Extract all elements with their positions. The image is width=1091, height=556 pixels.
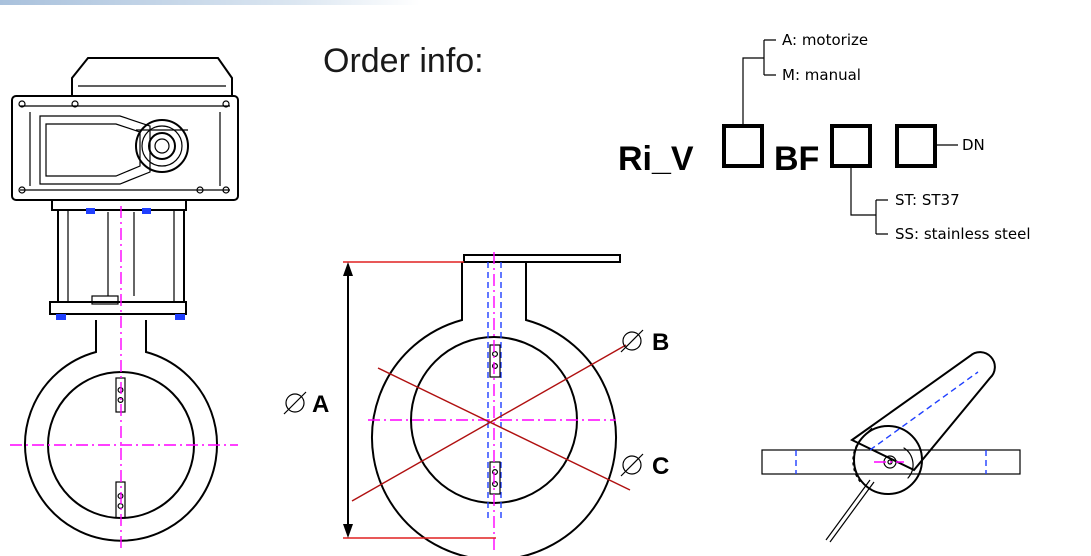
lever-handle xyxy=(850,351,996,472)
dimension-a-label: A xyxy=(312,391,329,418)
diameter-c-symbol xyxy=(620,453,644,477)
bolt-marker xyxy=(142,208,151,214)
bolt-marker xyxy=(175,314,185,320)
code-prefix: Ri_V xyxy=(618,140,694,178)
size-label: DN xyxy=(962,136,985,154)
mounting-plate xyxy=(51,199,187,211)
valve-side-body xyxy=(761,449,1021,475)
diameter-b-symbol xyxy=(620,329,644,353)
dimension-c-line xyxy=(377,367,631,491)
motorized-valve-view xyxy=(10,57,239,552)
option-st37: ST: ST37 xyxy=(895,191,960,209)
lever-cable xyxy=(825,479,871,541)
valve-top-flange xyxy=(49,301,187,315)
option-stainless: SS: stainless steel xyxy=(895,225,1031,243)
code-mid: BF xyxy=(774,140,819,178)
material-bracket xyxy=(850,166,888,235)
dimensioned-valve-view: A B C xyxy=(283,252,669,556)
slide-top-band xyxy=(0,0,420,5)
bolt-marker xyxy=(86,208,95,214)
actuator-cap xyxy=(71,57,233,97)
dimension-b-label: B xyxy=(652,329,669,356)
valve-body-ring xyxy=(371,262,617,556)
dimension-c-label: C xyxy=(652,453,669,480)
diameter-a-symbol xyxy=(283,391,307,415)
dimension-b-line xyxy=(351,344,627,502)
bolt-marker xyxy=(56,314,66,320)
top-flange xyxy=(463,254,621,263)
manual-lever-valve-view xyxy=(761,351,1021,543)
order-info-title: Order info: xyxy=(323,42,484,80)
option-manual: M: manual xyxy=(782,66,861,84)
code-box-material xyxy=(830,124,872,168)
actuation-bracket xyxy=(742,39,776,126)
lever-hub xyxy=(853,425,923,495)
override-knob xyxy=(135,119,189,173)
code-box-actuation xyxy=(722,124,764,168)
option-motorize: A: motorize xyxy=(782,31,868,49)
code-box-size xyxy=(895,124,937,168)
order-info: Order info: Ri_V BF A: motorize M: manua… xyxy=(323,31,1031,243)
